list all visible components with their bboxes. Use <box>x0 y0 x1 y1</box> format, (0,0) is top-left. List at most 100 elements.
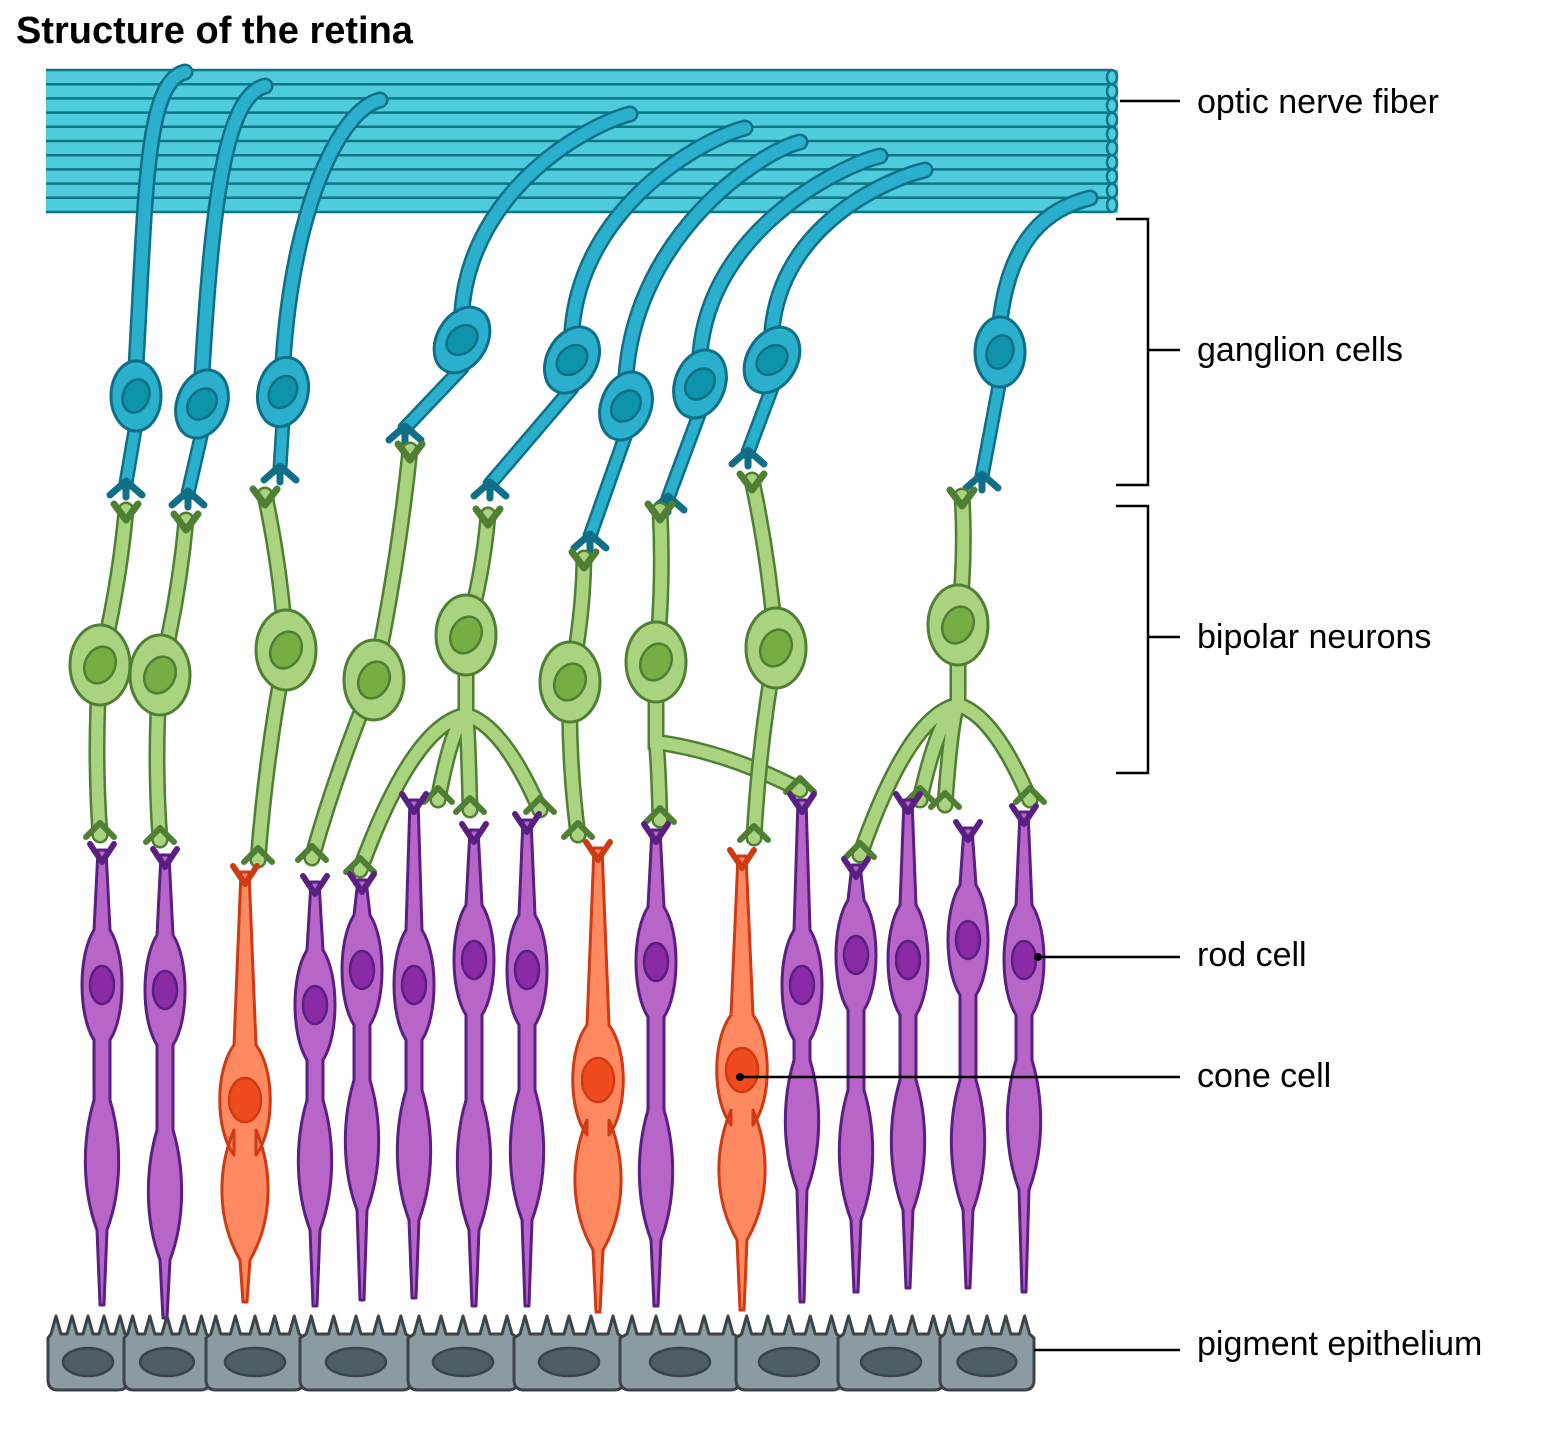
rod-body <box>340 878 384 1302</box>
ganglion-cell <box>168 368 230 511</box>
rod-cell <box>834 856 878 1294</box>
synaptic-terminal <box>893 791 923 815</box>
rod-cell <box>392 791 436 1300</box>
epithelium-nucleus <box>223 1346 287 1378</box>
synaptic-terminal <box>953 819 983 843</box>
bipolar-terminal-tips <box>737 823 771 843</box>
ganglion-nucleus <box>445 323 479 357</box>
cone-cell-pointer-dot <box>736 1073 744 1081</box>
rod-cell <box>143 846 187 1320</box>
fiber-end-cap <box>1105 68 1119 86</box>
bipolar-nucleus <box>448 615 484 655</box>
ganglion-cell <box>106 359 163 501</box>
bipolar-process <box>952 619 1036 806</box>
bipolar-top-tips <box>110 500 142 524</box>
ganglion-dendrite-tips <box>385 422 425 446</box>
rod-nucleus <box>151 969 179 1011</box>
synaptic-terminal <box>230 863 260 887</box>
ganglion-axon <box>196 80 271 380</box>
ganglion-nucleus <box>267 374 299 410</box>
ganglion-axons <box>127 63 1099 385</box>
synaptic-terminal <box>87 841 117 865</box>
rod-body <box>834 863 878 1294</box>
bipolar-terminal-tips <box>241 845 275 865</box>
cone-cell <box>715 847 769 1312</box>
rod-nucleus <box>88 964 116 1006</box>
label-leaders <box>740 99 1180 1352</box>
label-bipolar-neurons: bipolar neurons <box>1197 618 1431 656</box>
ganglion-axon <box>277 94 386 368</box>
ganglion-nucleus <box>609 389 643 423</box>
bipolar-terminal-tips <box>421 785 455 805</box>
rod-nucleus <box>894 939 922 981</box>
rod-nucleus <box>348 949 376 991</box>
rod-nucleus <box>513 949 541 991</box>
synaptic-terminal <box>641 821 671 845</box>
bipolar-terminal-tips <box>1013 785 1047 805</box>
diagram-title: Structure of the retina <box>16 10 413 52</box>
rod-nucleus <box>1010 939 1038 981</box>
pigment-epithelium-cell <box>734 1314 844 1392</box>
epithelium-nucleus <box>138 1346 196 1378</box>
ganglion-axon <box>566 122 751 336</box>
bipolar-nucleus <box>268 630 304 670</box>
ganglion-dendrite <box>183 427 207 498</box>
bipolar-terminal-tips <box>295 843 329 863</box>
pigment-epithelium-cell <box>512 1314 626 1392</box>
rod-body <box>780 798 824 1304</box>
ganglion-cell-layer <box>106 305 1027 554</box>
synaptic-terminal <box>841 856 871 880</box>
ganglion-cell <box>728 325 802 470</box>
bipolar-neuron <box>624 500 817 829</box>
ganglion-nucleus <box>185 387 219 421</box>
epithelium-nucleus <box>859 1346 923 1378</box>
ganglion-dendrite-tips <box>470 478 510 502</box>
bipolar-neuron-layer <box>68 440 1047 879</box>
fiber-end-cap <box>1105 154 1119 171</box>
rod-cell <box>634 821 678 1308</box>
synaptic-terminal <box>787 791 817 815</box>
ganglion-nucleus <box>683 367 717 401</box>
synaptic-terminal <box>583 839 613 863</box>
bipolar-terminal-tips <box>453 795 487 815</box>
ganglion-axon <box>130 66 191 372</box>
bipolar-nucleus <box>552 662 588 702</box>
ganglion-dendrite-tips <box>962 470 1002 494</box>
rod-cell <box>886 791 930 1290</box>
cone-cell <box>571 839 625 1314</box>
synaptic-terminal <box>150 846 180 870</box>
rod-body <box>392 798 436 1300</box>
synaptic-terminal <box>459 821 489 845</box>
ganglion-dendrite <box>663 407 705 503</box>
rod-cell-pointer-dot <box>1034 953 1042 961</box>
photoreceptor-layer <box>80 791 1046 1320</box>
rod-cell <box>1002 803 1046 1294</box>
pigment-epithelium-cell <box>122 1314 212 1392</box>
rod-nucleus <box>788 964 816 1006</box>
synaptic-terminal <box>399 791 429 815</box>
epithelium-nucleus <box>956 1346 1018 1378</box>
pigment-epithelium-layer <box>46 1314 1036 1392</box>
rod-nucleus <box>954 919 982 961</box>
bipolar-terminal-tips <box>83 820 117 840</box>
cone-nucleus <box>580 1056 616 1104</box>
ganglion-nucleus <box>755 343 789 377</box>
bipolar-neuron <box>343 505 557 879</box>
ganglion-dendrite <box>585 429 631 541</box>
pigment-epithelium-cell <box>618 1314 742 1392</box>
bipolar-terminal-tips <box>843 840 877 860</box>
pigment-epithelium-cell <box>406 1314 520 1392</box>
pigment-epithelium-cell <box>204 1314 306 1392</box>
bipolar-nucleus <box>356 660 392 700</box>
ganglion-dendrite-tips <box>106 477 146 501</box>
ganglion-axon <box>456 108 636 316</box>
bipolar-neuron <box>128 510 202 849</box>
rod-body <box>946 826 990 1290</box>
bipolar-neuron <box>295 440 426 867</box>
bipolar-top-tips <box>568 548 600 572</box>
bipolar-nucleus <box>82 645 118 685</box>
bipolar-neuron <box>736 470 808 847</box>
rod-body <box>1002 810 1046 1294</box>
rod-cell <box>340 871 384 1302</box>
rod-nucleus <box>301 984 329 1026</box>
